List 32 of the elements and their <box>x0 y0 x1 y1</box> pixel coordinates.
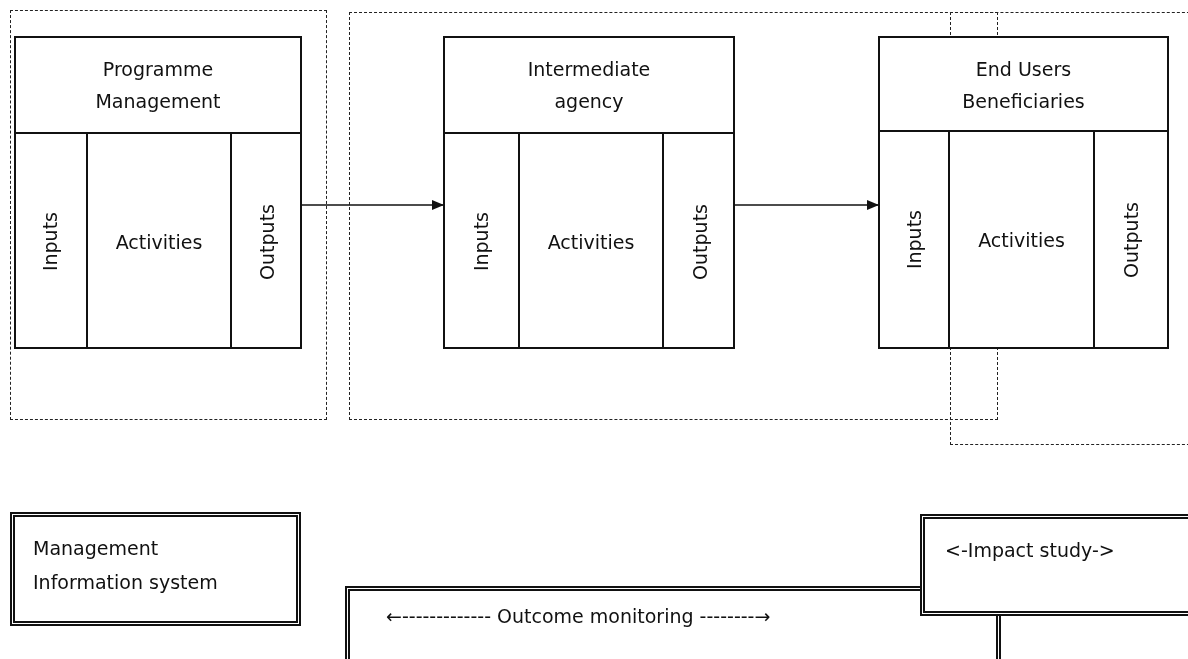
stage-title: End Users Beneficiaries <box>961 57 1086 114</box>
column-label: Outputs <box>256 203 278 280</box>
column-label: Outputs <box>688 203 711 280</box>
stage-block <box>878 36 1169 132</box>
note-text: <-Impact study-> <box>945 538 1115 563</box>
dashed-boundary <box>950 12 1188 445</box>
dashed-boundary <box>10 10 327 420</box>
note-box <box>10 512 301 626</box>
stage-column <box>230 132 302 349</box>
stage-column <box>518 132 662 349</box>
stage-column <box>86 132 230 349</box>
note-box <box>920 514 1188 616</box>
column-label: Outputs <box>1120 201 1142 278</box>
stage-title: Intermediate agency <box>526 57 652 114</box>
stage-column <box>950 132 1095 349</box>
arrow <box>301 200 444 210</box>
stage-title: Programme Management <box>94 57 222 114</box>
column-label: Inputs <box>469 211 492 272</box>
stage-block <box>443 36 735 349</box>
column-label: Activities <box>547 230 635 253</box>
stage-column <box>662 132 735 349</box>
note-text: ←------------- Outcome monitoring --------→ <box>386 604 771 629</box>
column-label: Activities <box>978 228 1065 251</box>
arrow <box>734 200 879 210</box>
stage-column <box>1095 132 1169 349</box>
note-text: Management Information system <box>33 536 219 595</box>
column-label: Inputs <box>903 209 925 270</box>
column-label: Activities <box>115 230 203 253</box>
stage-column <box>878 132 950 349</box>
stage-block <box>14 36 302 349</box>
column-label: Inputs <box>39 211 61 272</box>
note-box <box>345 586 1001 659</box>
